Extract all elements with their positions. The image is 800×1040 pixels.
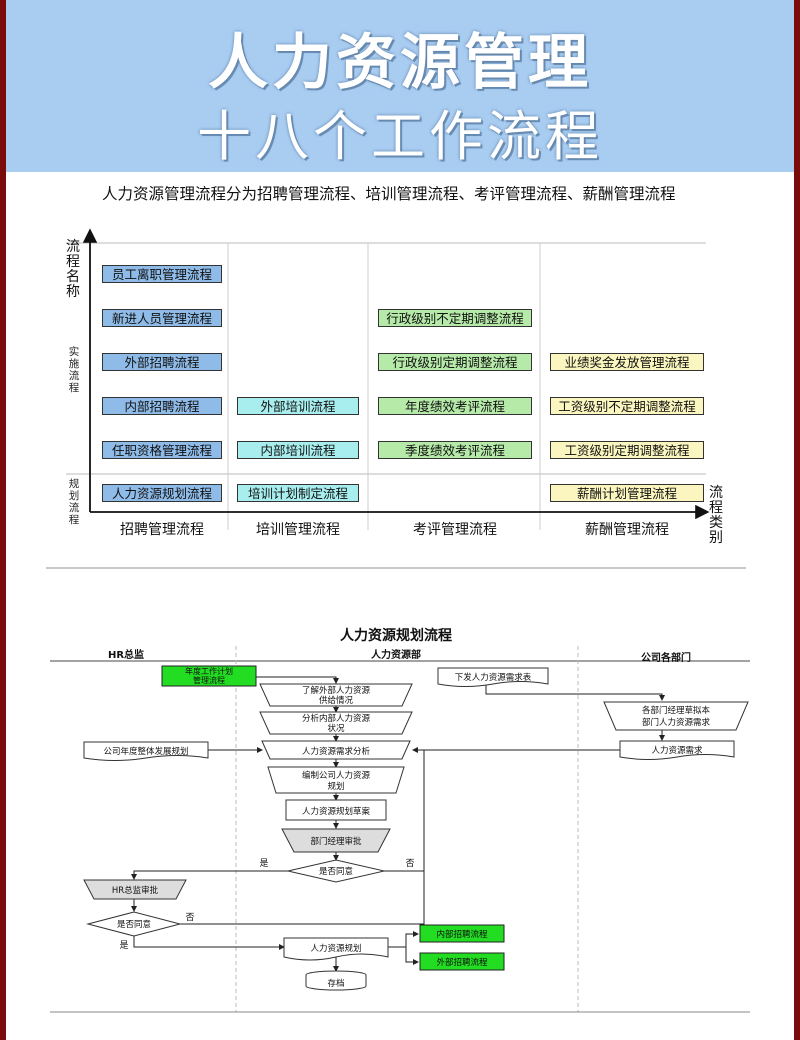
node-draft: 人力资源规划草案	[302, 806, 371, 817]
node-issue-demand-form: 下发人力资源需求表	[455, 672, 532, 683]
header-banner: 人力资源管理 十八个工作流程	[6, 0, 794, 172]
process-box-appraisal: 行政级别不定期调整流程	[378, 309, 532, 327]
process-box-salary: 工资级别定期调整流程	[550, 441, 704, 459]
process-box-recruit: 内部招聘流程	[102, 397, 222, 415]
hr-planning-flowchart: 人力资源规划流程 HR总监 人力资源部 公司各部门	[50, 627, 750, 1013]
process-box-appraisal: 季度绩效考评流程	[378, 441, 532, 459]
process-box-salary: 工资级别不定期调整流程	[550, 397, 704, 415]
node-dept-manager-review: 部门经理审批	[310, 836, 362, 847]
process-box-recruit: 人力资源规划流程	[102, 484, 222, 502]
x-axis-title: 流程类别	[709, 485, 723, 546]
process-box-recruit: 任职资格管理流程	[102, 441, 222, 459]
label-yes: 是	[259, 858, 268, 869]
node-hr-director-review: HR总监审批	[112, 885, 159, 896]
process-box-salary: 薪酬计划管理流程	[550, 484, 704, 502]
svg-text:状况: 状况	[327, 723, 345, 734]
svg-text:编制公司人力资源: 编制公司人力资源	[302, 770, 371, 781]
svg-text:各部门经理草拟本: 各部门经理草拟本	[642, 705, 711, 716]
x-category-label: 薪酬管理流程	[585, 522, 669, 538]
node-annual-plan: 管理流程	[193, 675, 225, 685]
header-subtitle: 十八个工作流程	[197, 105, 603, 168]
node-internal-recruit: 内部招聘流程	[436, 929, 488, 940]
process-box-appraisal: 年度绩效考评流程	[378, 397, 532, 415]
svg-text:供给情况: 供给情况	[319, 695, 354, 706]
svg-text:了解外部人力资源: 了解外部人力资源	[302, 685, 371, 696]
node-demand-analysis: 人力资源需求分析	[302, 746, 371, 757]
node-hr-plan: 人力资源规划	[310, 943, 361, 954]
process-box-recruit: 外部招聘流程	[102, 353, 222, 371]
header-title: 人力资源管理	[208, 28, 592, 98]
process-box-salary: 业绩奖金发放管理流程	[550, 353, 704, 371]
label-no: 否	[405, 858, 414, 869]
flowchart-title: 人力资源规划流程	[340, 627, 452, 644]
label-yes: 是	[119, 940, 128, 951]
lane-header-hr-director: HR总监	[108, 648, 144, 661]
x-category-label: 考评管理流程	[413, 522, 497, 538]
y-axis-title: 流程名称	[66, 239, 80, 300]
page: 人力资源管理 十八个工作流程 人力资源管理流程分为招聘管理流程、培训管理流程、考…	[6, 0, 794, 1040]
svg-text:规划: 规划	[327, 781, 344, 792]
x-category-label: 培训管理流程	[256, 522, 340, 538]
node-agree-1: 是否同意	[319, 866, 353, 877]
band-label-planning: 规划流程	[68, 478, 80, 526]
lane-header-departments: 公司各部门	[641, 651, 691, 664]
node-agree-2: 是否同意	[117, 919, 151, 930]
label-no: 否	[185, 912, 194, 923]
process-box-training: 内部培训流程	[237, 441, 359, 459]
lane-header-hr-department: 人力资源部	[371, 648, 421, 661]
node-archive: 存档	[327, 978, 344, 989]
process-box-training: 外部培训流程	[237, 397, 359, 415]
process-box-appraisal: 行政级别定期调整流程	[378, 353, 532, 371]
x-category-label: 招聘管理流程	[120, 522, 204, 538]
intro-text: 人力资源管理流程分为招聘管理流程、培训管理流程、考评管理流程、薪酬管理流程	[102, 185, 676, 203]
svg-text:部门人力资源需求: 部门人力资源需求	[642, 717, 711, 728]
node-hr-demand: 人力资源需求	[651, 745, 703, 756]
matrix-axes	[46, 228, 746, 569]
band-label-implementation: 实施流程	[68, 346, 80, 394]
process-box-recruit: 员工离职管理流程	[102, 265, 222, 283]
node-annual-plan: 年度工作计划	[185, 666, 233, 676]
node-company-dev-plan: 公司年度整体发展规划	[103, 746, 188, 757]
svg-text:分析内部人力资源: 分析内部人力资源	[302, 713, 371, 724]
node-external-recruit: 外部招聘流程	[436, 957, 488, 968]
process-box-recruit: 新进人员管理流程	[102, 309, 222, 327]
process-box-training: 培训计划制定流程	[237, 484, 359, 502]
